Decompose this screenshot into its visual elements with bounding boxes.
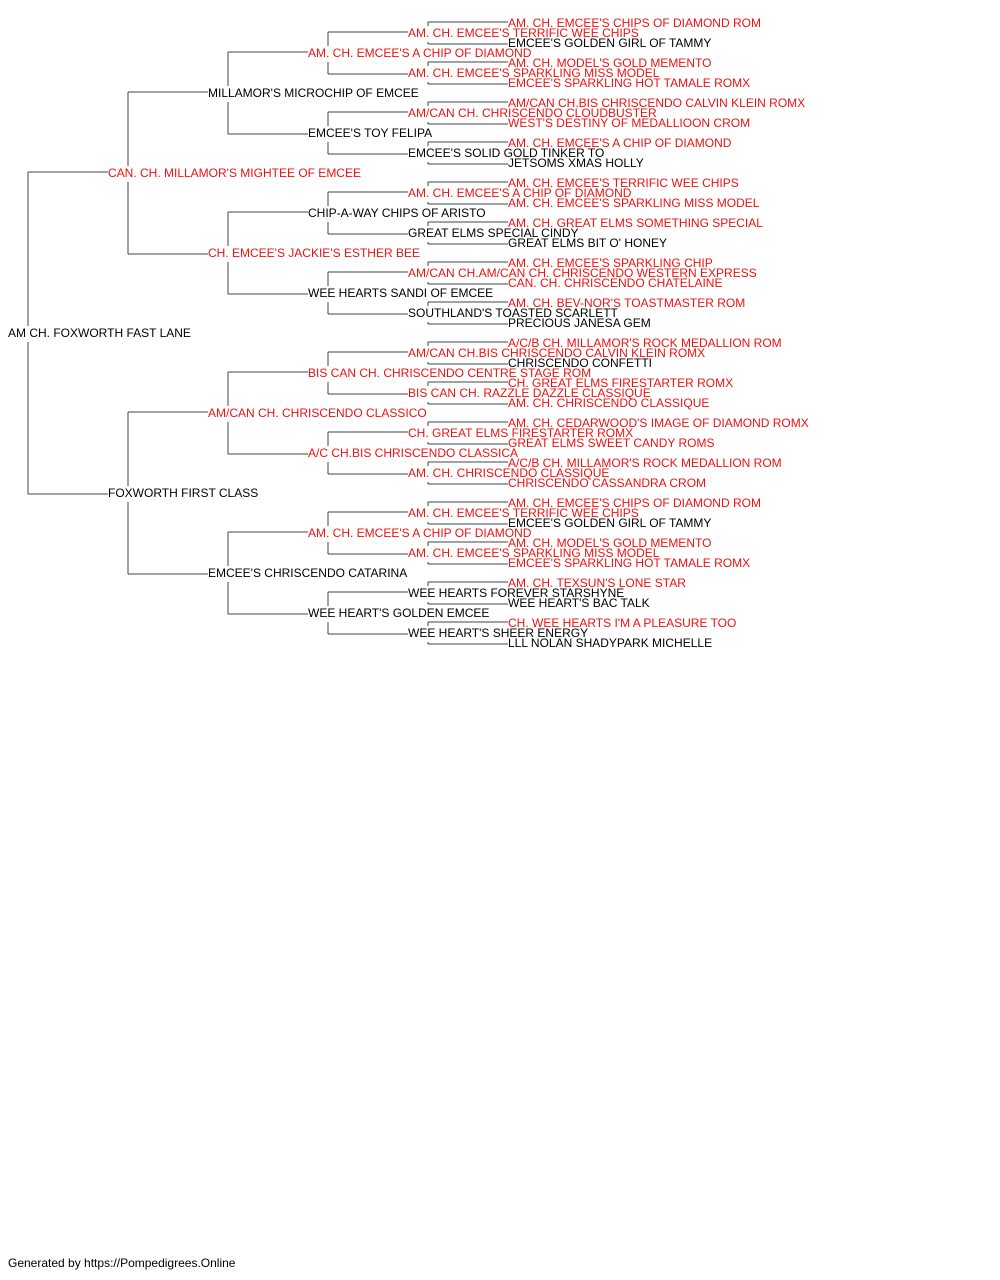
ancestor-name: AM. CH. CEDARWOOD'S IMAGE OF DIAMOND ROM… [508, 416, 809, 430]
ancestor-name: AM. CH. EMCEE'S A CHIP OF DIAMOND [308, 46, 532, 60]
ancestor-name: GREAT ELMS SPECIAL CINDY [408, 226, 579, 240]
ancestor-name: EMCEE'S CHRISCENDO CATARINA [208, 566, 407, 580]
ancestor-name: WEE HEARTS FOREVER STARSHYNE [408, 586, 624, 600]
ancestor-name: AM/CAN CH. CHRISCENDO CLASSICO [208, 406, 427, 420]
ancestor-name: CH. GREAT ELMS FIRESTARTER ROMX [508, 376, 733, 390]
ancestor-name: AM. CH. EMCEE'S TERRIFIC WEE CHIPS [408, 26, 639, 40]
ancestor-name: CAN. CH. MILLAMOR'S MIGHTEE OF EMCEE [108, 166, 361, 180]
ancestor-name: AM. CH. EMCEE'S CHIPS OF DIAMOND ROM [508, 496, 761, 510]
ancestor-name: AM. CH. EMCEE'S SPARKLING CHIP [508, 256, 713, 270]
ancestor-name: WEE HEART'S SHEER ENERGY [408, 626, 588, 640]
ancestor-name: LLL NOLAN SHADYPARK MICHELLE [508, 636, 712, 650]
ancestor-name: EMCEE'S TOY FELIPA [308, 126, 432, 140]
ancestor-name: AM. CH. MODEL'S GOLD MEMENTO [508, 56, 711, 70]
ancestor-name: AM. CH. EMCEE'S SPARKLING MISS MODEL [408, 66, 660, 80]
ancestor-name: GREAT ELMS BIT O' HONEY [508, 236, 667, 250]
ancestor-name: AM. CH. GREAT ELMS SOMETHING SPECIAL [508, 216, 763, 230]
ancestor-name: AM. CH. EMCEE'S A CHIP OF DIAMOND [308, 526, 532, 540]
ancestor-name: AM. CH. EMCEE'S A CHIP OF DIAMOND [408, 186, 632, 200]
ancestor-name: FOXWORTH FIRST CLASS [108, 486, 258, 500]
ancestor-name: BIS CAN CH. RAZZLE DAZZLE CLASSIQUE [408, 386, 651, 400]
ancestor-name: AM/CAN CH. CHRISCENDO CLOUDBUSTER [408, 106, 657, 120]
ancestor-name: SOUTHLAND'S TOASTED SCARLETT [408, 306, 619, 320]
ancestor-name: AM. CH. EMCEE'S SPARKLING MISS MODEL [408, 546, 660, 560]
ancestor-name: CH. EMCEE'S JACKIE'S ESTHER BEE [208, 246, 420, 260]
ancestor-name: AM. CH. EMCEE'S CHIPS OF DIAMOND ROM [508, 16, 761, 30]
ancestor-name: AM. CH. EMCEE'S A CHIP OF DIAMOND [508, 136, 732, 150]
ancestor-name: AM. CH. EMCEE'S TERRIFIC WEE CHIPS [408, 506, 639, 520]
ancestor-name: EMCEE'S SPARKLING HOT TAMALE ROMX [508, 556, 750, 570]
ancestor-name: CH. WEE HEARTS I'M A PLEASURE TOO [508, 616, 736, 630]
ancestor-name: CAN. CH. CHRISCENDO CHATELAINE [508, 276, 722, 290]
ancestor-name: A/C/B CH. MILLAMOR'S ROCK MEDALLION ROM [508, 336, 782, 350]
ancestor-name: BIS CAN CH. CHRISCENDO CENTRE STAGE ROM [308, 366, 591, 380]
ancestor-name: CH. GREAT ELMS FIRESTARTER ROMX [408, 426, 633, 440]
ancestor-name: AM. CH. MODEL'S GOLD MEMENTO [508, 536, 711, 550]
ancestor-name: WEE HEART'S BAC TALK [508, 596, 650, 610]
ancestor-name: MILLAMOR'S MICROCHIP OF EMCEE [208, 86, 419, 100]
ancestor-name: AM. CH. TEXSUN'S LONE STAR [508, 576, 686, 590]
ancestor-name: WEE HEART'S GOLDEN EMCEE [308, 606, 489, 620]
ancestor-name: AM. CH. BEV-NOR'S TOASTMASTER ROM [508, 296, 745, 310]
ancestor-name: WEE HEARTS SANDI OF EMCEE [308, 286, 493, 300]
ancestor-name: A/C CH.BIS CHRISCENDO CLASSICA [308, 446, 518, 460]
subject-dog-name: AM CH. FOXWORTH FAST LANE [8, 326, 191, 340]
ancestor-name: PRECIOUS JANESA GEM [508, 316, 651, 330]
ancestor-name: CHRISCENDO CASSANDRA CROM [508, 476, 706, 490]
ancestor-name: EMCEE'S SPARKLING HOT TAMALE ROMX [508, 76, 750, 90]
ancestor-name: AM. CH. CHRISCENDO CLASSIQUE [508, 396, 709, 410]
ancestor-name: AM. CH. CHRISCENDO CLASSIQUE [408, 466, 609, 480]
ancestor-name: CHRISCENDO CONFETTI [508, 356, 652, 370]
ancestor-name: AM. CH. EMCEE'S SPARKLING MISS MODEL [508, 196, 760, 210]
ancestor-name: JETSOMS XMAS HOLLY [508, 156, 644, 170]
ancestor-name: CHIP-A-WAY CHIPS OF ARISTO [308, 206, 486, 220]
ancestor-name: EMCEE'S GOLDEN GIRL OF TAMMY [508, 516, 711, 530]
ancestor-name: AM. CH. EMCEE'S TERRIFIC WEE CHIPS [508, 176, 739, 190]
ancestor-name: AM/CAN CH.AM/CAN CH. CHRISCENDO WESTERN … [408, 266, 757, 280]
ancestor-name: AM/CAN CH.BIS CHRISCENDO CALVIN KLEIN RO… [508, 96, 805, 110]
ancestor-name: EMCEE'S SOLID GOLD TINKER TO [408, 146, 604, 160]
ancestor-name: AM/CAN CH.BIS CHRISCENDO CALVIN KLEIN RO… [408, 346, 705, 360]
ancestor-name: A/C/B CH. MILLAMOR'S ROCK MEDALLION ROM [508, 456, 782, 470]
ancestor-name: WEST'S DESTINY OF MEDALLIOON CROM [508, 116, 750, 130]
pedigree-tree: AM. CH. EMCEE'S CHIPS OF DIAMOND ROM EMCE… [8, 16, 809, 650]
generated-by-footer: Generated by https://Pompedigrees.Online [8, 1256, 236, 1270]
ancestor-name: GREAT ELMS SWEET CANDY ROMS [508, 436, 714, 450]
ancestor-name: EMCEE'S GOLDEN GIRL OF TAMMY [508, 36, 711, 50]
